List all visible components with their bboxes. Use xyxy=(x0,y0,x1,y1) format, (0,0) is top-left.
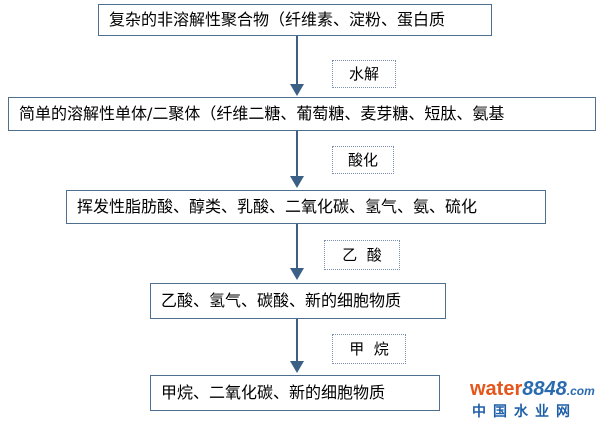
step-box-3: 挥发性脂肪酸、醇类、乳酸、二氧化碳、氢气、氨、硫化 xyxy=(66,190,546,224)
transition-label-2: 酸化 xyxy=(332,146,394,174)
step-box-5: 甲烷、二氧化碳、新的细胞物质 xyxy=(150,375,440,411)
transition-label-3: 乙 酸 xyxy=(324,240,400,270)
step-box-2: 简单的溶解性单体/二聚体（纤维二糖、葡萄糖、麦芽糖、短肽、氨基 xyxy=(8,97,596,131)
arrow-line-2 xyxy=(296,131,298,176)
arrow-head-4 xyxy=(290,361,304,373)
watermark-logo: water8848.com 中国水业网 xyxy=(470,378,595,422)
step-text-1: 复杂的非溶解性聚合物（纤维素、淀粉、蛋白质 xyxy=(109,10,446,29)
step-box-1: 复杂的非溶解性聚合物（纤维素、淀粉、蛋白质 xyxy=(98,4,492,36)
arrow-line-4 xyxy=(296,319,298,361)
transition-label-4: 甲 烷 xyxy=(332,334,406,364)
step-text-4: 乙酸、氢气、碳酸、新的细胞物质 xyxy=(161,291,402,310)
arrow-head-3 xyxy=(290,268,304,280)
step-text-2: 简单的溶解性单体/二聚体（纤维二糖、葡萄糖、麦芽糖、短肽、氨基 xyxy=(19,104,505,123)
step-text-5: 甲烷、二氧化碳、新的细胞物质 xyxy=(161,383,386,402)
watermark-brand: water8848.com xyxy=(470,378,595,400)
arrow-head-1 xyxy=(290,84,304,96)
arrow-line-3 xyxy=(296,224,298,268)
step-text-3: 挥发性脂肪酸、醇类、乳酸、二氧化碳、氢气、氨、硫化 xyxy=(77,197,478,216)
transition-label-1: 水解 xyxy=(332,60,396,88)
step-box-4: 乙酸、氢气、碳酸、新的细胞物质 xyxy=(150,283,446,319)
arrow-line-1 xyxy=(296,36,298,84)
arrow-head-2 xyxy=(290,176,304,188)
watermark-chinese-name: 中国水业网 xyxy=(472,403,577,419)
